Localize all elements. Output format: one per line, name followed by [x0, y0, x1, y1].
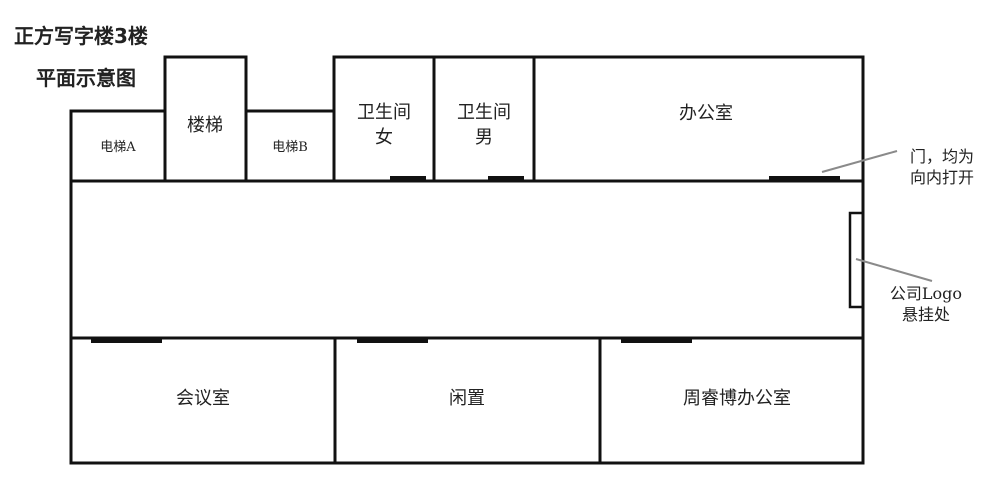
door-office — [769, 176, 840, 182]
label-restroom-male-line1: 卫生间 — [457, 102, 511, 123]
label-office: 办公室 — [679, 103, 733, 124]
corridor — [69, 179, 865, 340]
door-meeting-room — [91, 337, 162, 343]
label-meeting-room: 会议室 — [176, 388, 230, 409]
door-restroom-male — [488, 176, 524, 182]
zhou-office-room — [598, 336, 865, 465]
label-elevator-b: 电梯B — [272, 140, 308, 155]
plan-title-line2: 平面示意图 — [36, 66, 136, 90]
annotation-doors-line1: 门，均为 — [910, 147, 974, 166]
label-elevator-a: 电梯A — [100, 140, 136, 155]
label-restroom-male-line2: 男 — [475, 127, 493, 148]
label-stairs: 楼梯 — [187, 115, 223, 136]
label-restroom-female-line1: 卫生间 — [357, 102, 411, 123]
label-zhou-office: 周睿博办公室 — [683, 388, 791, 409]
door-idle-room — [357, 337, 428, 343]
label-restroom-female-line2: 女 — [375, 127, 393, 148]
annotation-logo-line1: 公司Logo — [890, 284, 962, 303]
door-zhou-office — [621, 337, 692, 343]
annotation-logo-line2: 悬挂处 — [902, 305, 950, 324]
door-leader-line — [821, 150, 898, 173]
logo-leader-line — [855, 258, 933, 282]
plan-title-line1: 正方写字楼3楼 — [14, 24, 148, 48]
annotation-doors-line2: 向内打开 — [910, 168, 974, 187]
door-restroom-female — [390, 176, 426, 182]
label-idle: 闲置 — [449, 388, 485, 409]
